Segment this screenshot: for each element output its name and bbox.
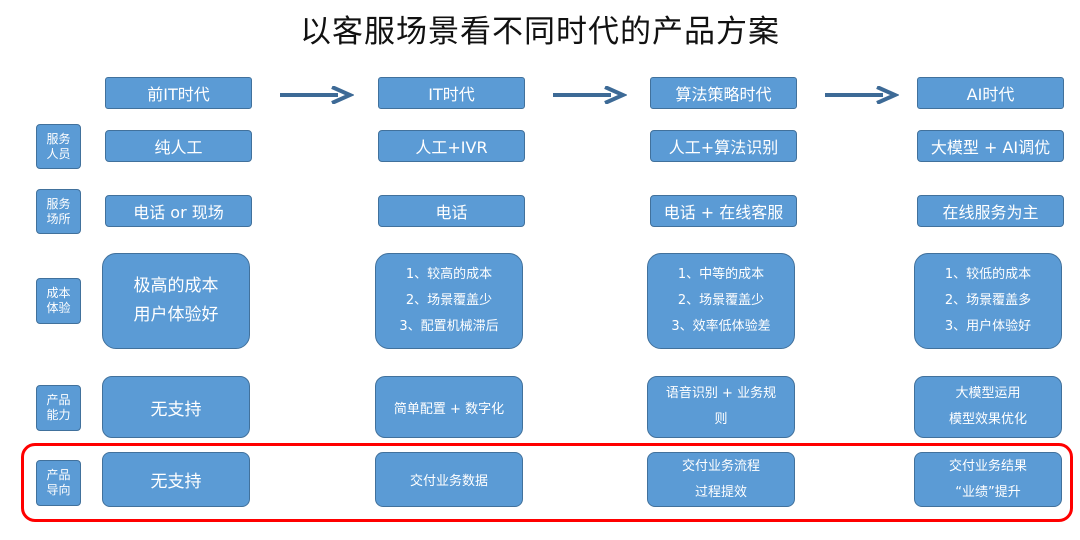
- cell-product-capability-pre-it: 无支持: [102, 376, 250, 438]
- cell-product-orientation-algorithm: 交付业务流程 过程提效: [647, 452, 795, 507]
- arrow-right-icon: [280, 86, 354, 104]
- arrow-right-icon: [825, 86, 899, 104]
- cell-cost-experience-algorithm: 1、中等的成本 2、场景覆盖少 3、效率低体验差: [647, 253, 795, 349]
- cell-service-staff-it: 人工+IVR: [378, 130, 525, 162]
- highlight-frame: [21, 443, 1073, 522]
- era-header-label: 算法策略时代: [675, 85, 772, 104]
- era-header-it: IT时代: [378, 77, 525, 109]
- row-label-service-venue: 服务 场所: [36, 189, 81, 234]
- cell-cost-experience-ai: 1、较低的成本 2、场景覆盖多 3、用户体验好: [914, 253, 1062, 349]
- cell-service-staff-pre-it: 纯人工: [105, 130, 252, 162]
- cell-cost-experience-pre-it: 极高的成本 用户体验好: [102, 253, 250, 349]
- row-label-service-staff: 服务 人员: [36, 124, 81, 169]
- cell-service-venue-algorithm: 电话 + 在线客服: [650, 195, 797, 227]
- page-title: 以客服场景看不同时代的产品方案: [300, 14, 780, 50]
- era-header-label: AI时代: [966, 85, 1015, 104]
- cell-service-venue-pre-it: 电话 or 现场: [105, 195, 252, 227]
- cell-service-venue-ai: 在线服务为主: [917, 195, 1064, 227]
- era-header-label: IT时代: [428, 85, 475, 104]
- cell-service-venue-it: 电话: [378, 195, 525, 227]
- cell-product-capability-it: 简单配置 + 数字化: [375, 376, 523, 438]
- cell-service-staff-algorithm: 人工+算法识别: [650, 130, 797, 162]
- cell-product-orientation-ai: 交付业务结果 “业绩”提升: [914, 452, 1062, 507]
- cell-product-orientation-pre-it: 无支持: [102, 452, 250, 507]
- era-header-pre-it: 前IT时代: [105, 77, 252, 109]
- arrow-right-icon: [553, 86, 627, 104]
- cell-product-orientation-it: 交付业务数据: [375, 452, 523, 507]
- cell-product-capability-algorithm: 语音识别 + 业务规 则: [647, 376, 795, 438]
- era-header-label: 前IT时代: [147, 85, 210, 104]
- cell-service-staff-ai: 大模型 + AI调优: [917, 130, 1064, 162]
- era-header-ai: AI时代: [917, 77, 1064, 109]
- cell-cost-experience-it: 1、较高的成本 2、场景覆盖少 3、配置机械滞后: [375, 253, 523, 349]
- row-label-cost-experience: 成本 体验: [36, 278, 81, 324]
- row-label-product-capability: 产品 能力: [36, 385, 81, 431]
- cell-product-capability-ai: 大模型运用 模型效果优化: [914, 376, 1062, 438]
- row-label-product-orientation: 产品 导向: [36, 460, 81, 506]
- era-header-algorithm: 算法策略时代: [650, 77, 797, 109]
